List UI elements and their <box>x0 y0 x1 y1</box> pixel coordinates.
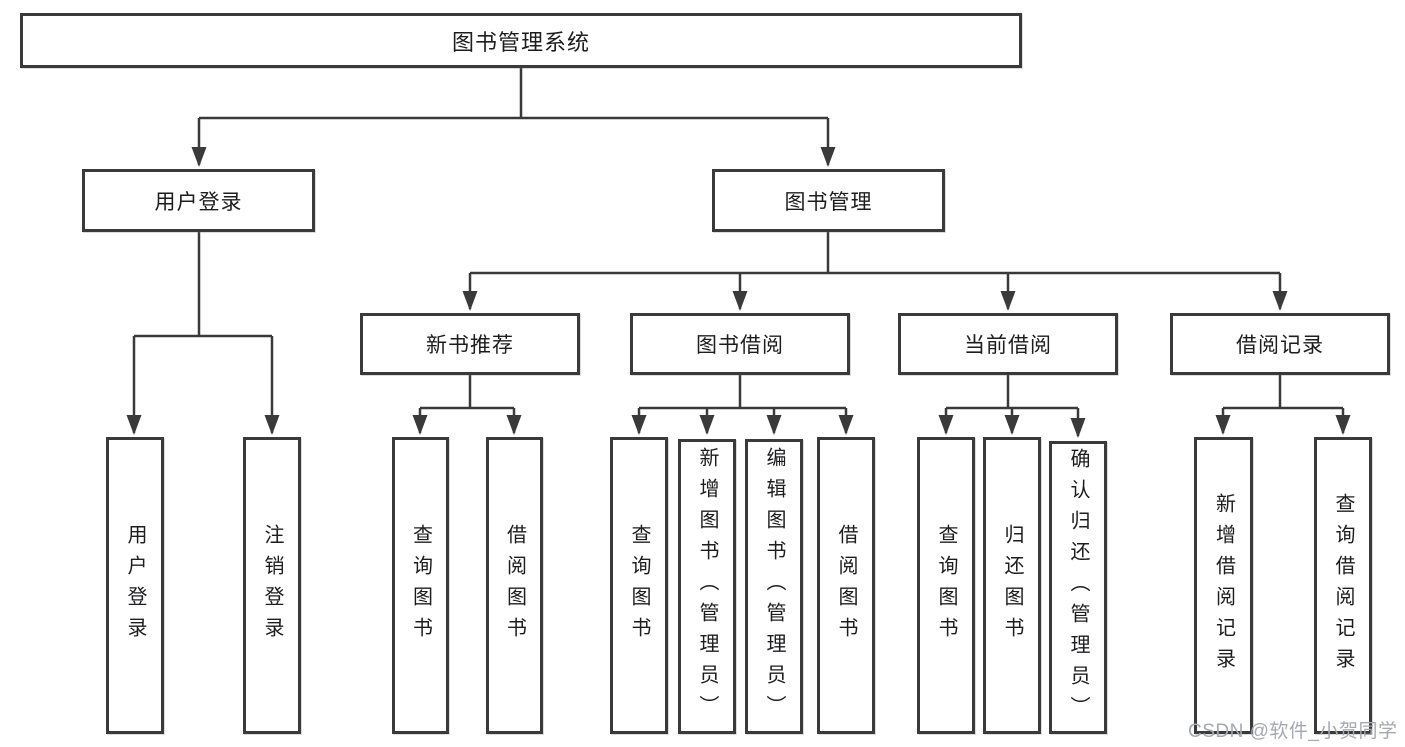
leaf-records-add-record-label: 新增借阅记录 <box>1212 492 1235 679</box>
leaf-current-return-book-label: 归还图书 <box>1001 523 1023 648</box>
csdn-watermark-text: CSDN @软件_小贺同学 <box>1188 721 1398 742</box>
csdn-watermark: CSDN @软件_小贺同学 <box>1188 716 1397 743</box>
leaf-borrow-query-book-label: 查询图书 <box>628 523 650 648</box>
node-current-borrow: 当前借阅 <box>898 313 1118 375</box>
leaf-logout-label: 注销登录 <box>261 523 283 648</box>
node-user-login: 用户登录 <box>82 169 315 232</box>
leaf-current-return-book: 归还图书 <box>983 437 1041 734</box>
node-new-book-recommend: 新书推荐 <box>360 313 580 375</box>
leaf-logout: 注销登录 <box>243 437 301 734</box>
leaf-records-query-record: 查询借阅记录 <box>1314 437 1372 734</box>
node-current-borrow-label: 当前借阅 <box>964 334 1052 357</box>
node-library-system-label: 图书管理系统 <box>451 29 590 55</box>
node-book-management-label: 图书管理 <box>784 190 873 214</box>
leaf-borrow-borrow-book: 借阅图书 <box>817 437 875 734</box>
leaf-recommend-query-book: 查询图书 <box>392 437 449 734</box>
leaf-current-confirm-return-label: 确认归还（管理员） <box>1067 448 1089 727</box>
leaf-records-add-record: 新增借阅记录 <box>1194 437 1253 734</box>
elbow-lines <box>134 68 1343 410</box>
leaf-current-query-book-label: 查询图书 <box>935 523 957 648</box>
leaf-borrow-edit-book-label: 编辑图书（管理员） <box>763 447 785 726</box>
leaf-records-query-record-label: 查询借阅记录 <box>1332 492 1354 679</box>
leaf-borrow-borrow-book-label: 借阅图书 <box>835 523 857 648</box>
node-book-borrow-label: 图书借阅 <box>696 334 784 357</box>
node-book-borrow: 图书借阅 <box>630 313 850 375</box>
leaf-borrow-edit-book: 编辑图书（管理员） <box>745 439 803 734</box>
leaf-recommend-query-book-label: 查询图书 <box>409 523 432 648</box>
leaf-current-query-book: 查询图书 <box>917 437 975 734</box>
leaf-recommend-borrow-book-label: 借阅图书 <box>503 523 526 648</box>
leaf-borrow-add-book-label: 新增图书（管理员） <box>696 447 718 726</box>
leaf-current-confirm-return: 确认归还（管理员） <box>1049 441 1107 734</box>
node-borrow-records-label: 借阅记录 <box>1236 334 1324 357</box>
leaf-borrow-query-book: 查询图书 <box>610 437 668 734</box>
node-borrow-records: 借阅记录 <box>1170 313 1390 375</box>
node-book-management: 图书管理 <box>712 169 945 232</box>
node-library-system: 图书管理系统 <box>20 13 1022 68</box>
leaf-user-login-label: 用户登录 <box>124 523 146 648</box>
leaf-user-login: 用户登录 <box>106 437 164 734</box>
node-new-book-recommend-label: 新书推荐 <box>426 334 514 357</box>
leaf-recommend-borrow-book: 借阅图书 <box>486 437 543 734</box>
node-user-login-label: 用户登录 <box>154 190 243 214</box>
leaf-borrow-add-book: 新增图书（管理员） <box>678 439 736 734</box>
